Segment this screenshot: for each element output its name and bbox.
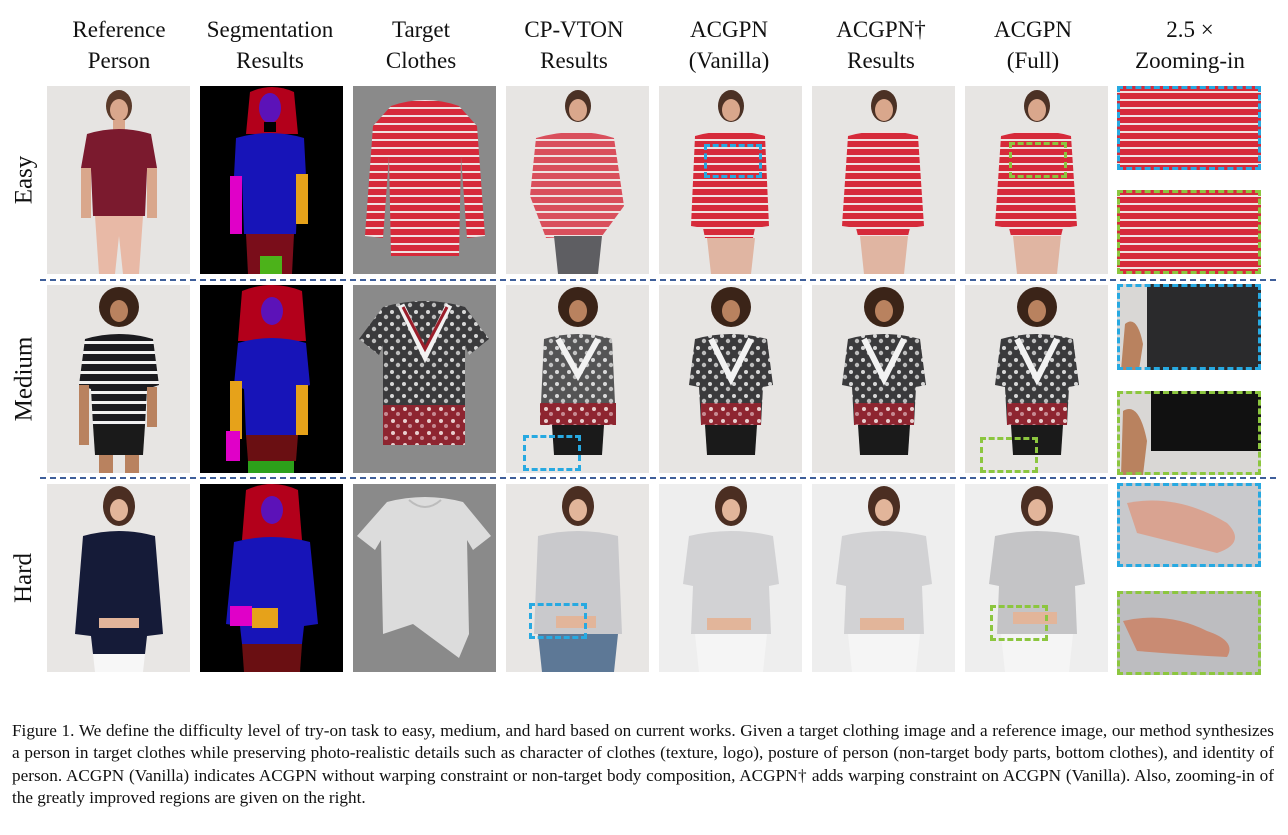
row-label-hard: Hard xyxy=(4,484,44,672)
image-hard-zoom-green xyxy=(1117,591,1261,675)
header-line1: ACGPN† xyxy=(836,17,926,42)
image-hard-acgpn-dagger xyxy=(812,484,955,672)
col-header-cp-vton: CP-VTON Results xyxy=(499,14,649,76)
header-line1: ACGPN xyxy=(994,17,1072,42)
image-easy-zoom-blue xyxy=(1117,86,1261,170)
image-easy-zoom-green xyxy=(1117,190,1261,274)
row-label-text: Hard xyxy=(10,553,38,603)
image-medium-segmentation xyxy=(200,285,343,473)
header-line1: Reference xyxy=(72,17,166,42)
row-separator xyxy=(40,279,1276,281)
image-medium-acgpn-dagger xyxy=(812,285,955,473)
zoom-region-box-green xyxy=(980,437,1038,473)
image-medium-acgpn-full xyxy=(965,285,1108,473)
zoom-frame-blue xyxy=(1117,86,1261,170)
image-easy-target-clothes xyxy=(353,86,496,274)
image-easy-reference-person xyxy=(47,86,190,274)
zoom-region-box-green xyxy=(990,605,1048,641)
image-hard-segmentation xyxy=(200,484,343,672)
image-medium-target-clothes xyxy=(353,285,496,473)
image-easy-acgpn-vanilla xyxy=(659,86,802,274)
image-medium-zoom-blue xyxy=(1117,284,1261,370)
header-line2: Results xyxy=(236,48,304,73)
image-medium-acgpn-vanilla xyxy=(659,285,802,473)
header-line1: 2.5 × xyxy=(1166,17,1214,42)
header-line2: Results xyxy=(847,48,915,73)
image-easy-cp-vton xyxy=(506,86,649,274)
header-line1: ACGPN xyxy=(690,17,768,42)
col-header-target-clothes: Target Clothes xyxy=(346,14,496,76)
col-header-acgpn-dagger: ACGPN† Results xyxy=(806,14,956,76)
header-line2: Results xyxy=(540,48,608,73)
col-header-acgpn-full: ACGPN (Full) xyxy=(958,14,1108,76)
zoom-region-box-blue xyxy=(704,144,762,178)
col-header-segmentation: Segmentation Results xyxy=(195,14,345,76)
image-easy-acgpn-full xyxy=(965,86,1108,274)
image-medium-cp-vton xyxy=(506,285,649,473)
col-header-reference-person: Reference Person xyxy=(44,14,194,76)
header-line1: Segmentation xyxy=(206,17,334,42)
header-line2: Zooming-in xyxy=(1135,48,1245,73)
row-separator xyxy=(40,477,1276,479)
image-hard-cp-vton xyxy=(506,484,649,672)
header-line2: Clothes xyxy=(385,48,457,73)
zoom-region-box-green xyxy=(1009,142,1067,178)
image-medium-zoom-green xyxy=(1117,391,1261,475)
zoom-frame-green xyxy=(1117,391,1261,475)
image-easy-acgpn-dagger xyxy=(812,86,955,274)
header-line2: (Full) xyxy=(1006,48,1060,73)
col-header-zoom: 2.5 × Zooming-in xyxy=(1115,14,1265,76)
row-label-text: Easy xyxy=(10,155,38,205)
zoom-frame-blue xyxy=(1117,483,1261,567)
header-line1: Target xyxy=(392,17,450,42)
zoom-frame-green xyxy=(1117,190,1261,274)
zoom-frame-green xyxy=(1117,591,1261,675)
image-hard-acgpn-vanilla xyxy=(659,484,802,672)
row-label-easy: Easy xyxy=(4,86,44,274)
figure-caption: Figure 1. We define the difficulty level… xyxy=(12,721,1274,807)
image-hard-zoom-blue xyxy=(1117,483,1261,567)
image-easy-segmentation xyxy=(200,86,343,274)
image-hard-reference-person xyxy=(47,484,190,672)
zoom-region-box-blue xyxy=(523,435,581,471)
col-header-acgpn-vanilla: ACGPN (Vanilla) xyxy=(654,14,804,76)
image-hard-target-clothes xyxy=(353,484,496,672)
zoom-region-box-blue xyxy=(529,603,587,639)
image-medium-reference-person xyxy=(47,285,190,473)
row-label-text: Medium xyxy=(10,336,37,422)
row-label-medium: Medium xyxy=(4,285,44,473)
image-hard-acgpn-full xyxy=(965,484,1108,672)
header-line1: CP-VTON xyxy=(524,17,624,42)
header-line2: (Vanilla) xyxy=(688,48,770,73)
zoom-frame-blue xyxy=(1117,284,1261,370)
header-line2: Person xyxy=(87,48,151,73)
